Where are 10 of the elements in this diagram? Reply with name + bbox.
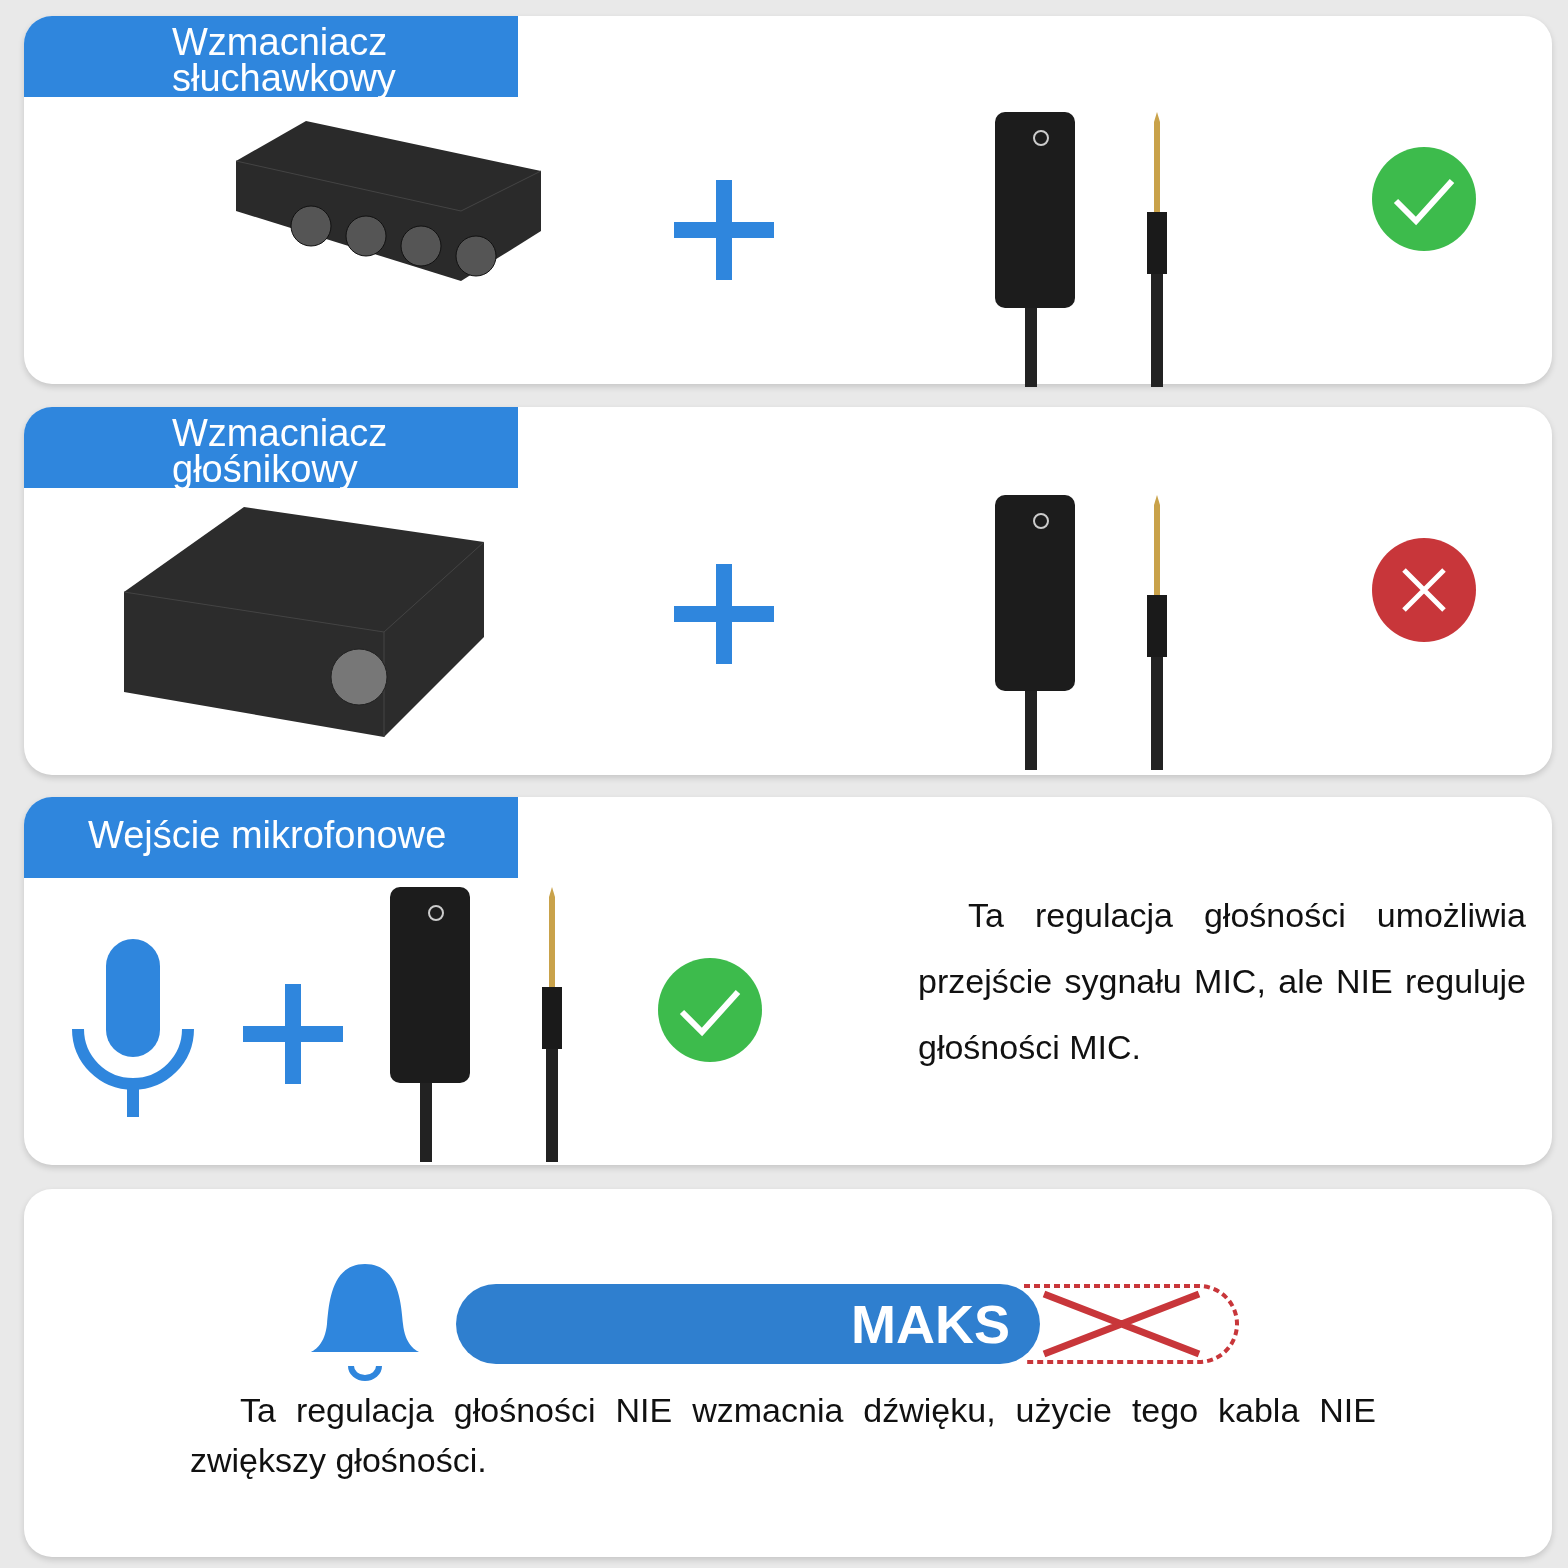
section-tab: Wzmacniacz słuchawkowy [24,16,518,97]
panel-card [24,16,1552,384]
volume-bar: MAKS [456,1284,1040,1364]
section-tab: Wejście mikrofonowe [24,797,518,878]
section-tab: Wzmacniacz głośnikowy [24,407,518,488]
panel-card [24,407,1552,775]
panel-card [24,797,1552,1165]
description-text: Ta regulacja głośności umożliwia przejście sygnału MIC, ale NIE reguluje głośności MIC. [918,895,1526,1068]
panel-card [24,1189,1552,1557]
description-text: Ta regulacja głośności NIE wzmacnia dźwięku, użycie tego kabla NIE zwiększy głośności. [190,1390,1376,1481]
